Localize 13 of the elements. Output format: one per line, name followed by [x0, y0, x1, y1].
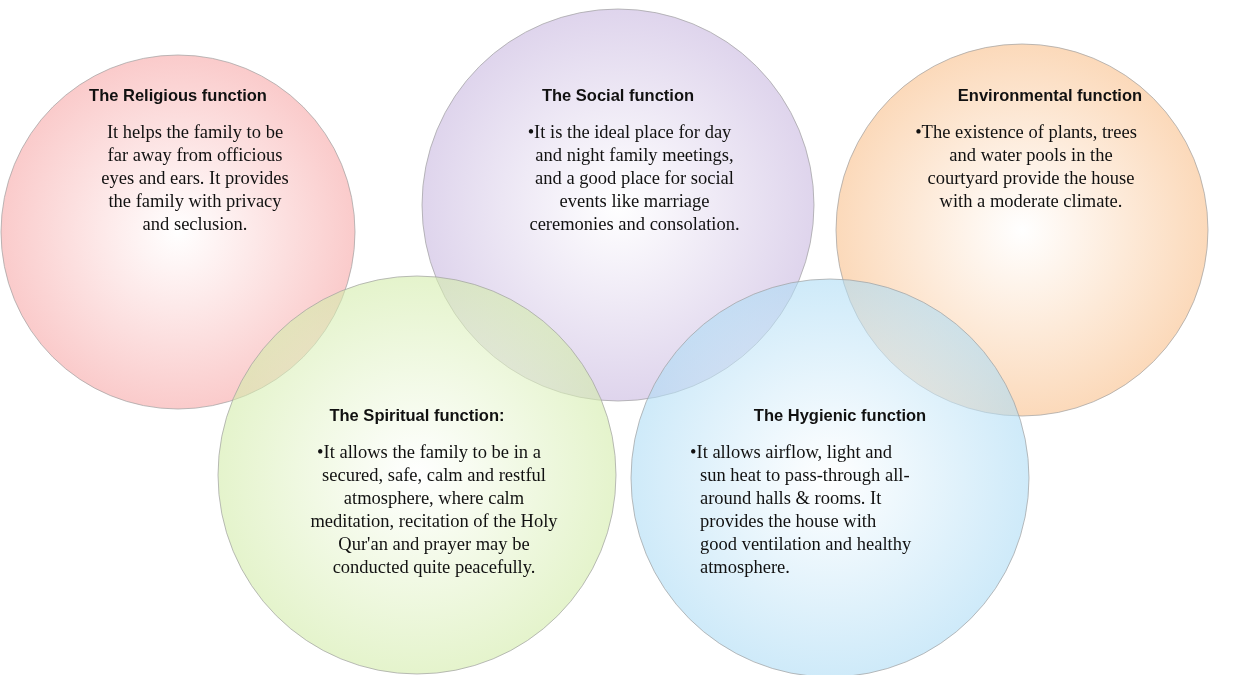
function-description: •It allows airflow, light and sun heat to pass-through all-around halls & rooms. It provides the house with good ventilation and healthy atmosphere.	[690, 441, 913, 579]
function-heading: The Hygienic function	[752, 406, 928, 425]
function-heading: The Spiritual function:	[328, 406, 506, 425]
function-description: •The existence of plants, trees and water pools in the courtyard provide the house with a moderate climate.	[914, 121, 1138, 213]
function-circle	[217, 275, 617, 675]
function-heading: Environmental function	[956, 86, 1144, 105]
function-heading: The Religious function	[88, 86, 268, 105]
function-description: •It is the ideal place for day and night family meetings, and a good place for social events like marriage ceremonies and consolation.	[526, 121, 741, 236]
function-heading: The Social function	[540, 86, 696, 105]
function-description: It helps the family to be far away from officious eyes and ears. It provides the family with privacy and seclusion.	[100, 121, 290, 236]
function-description: •It allows the family to be in a secured, safe, calm and restful atmosphere, where calm meditation, recitation of the Holy Qur'an and prayer may be conducted quite peacefully.	[309, 441, 559, 579]
function-circle	[0, 54, 356, 410]
function-circle	[421, 8, 815, 402]
